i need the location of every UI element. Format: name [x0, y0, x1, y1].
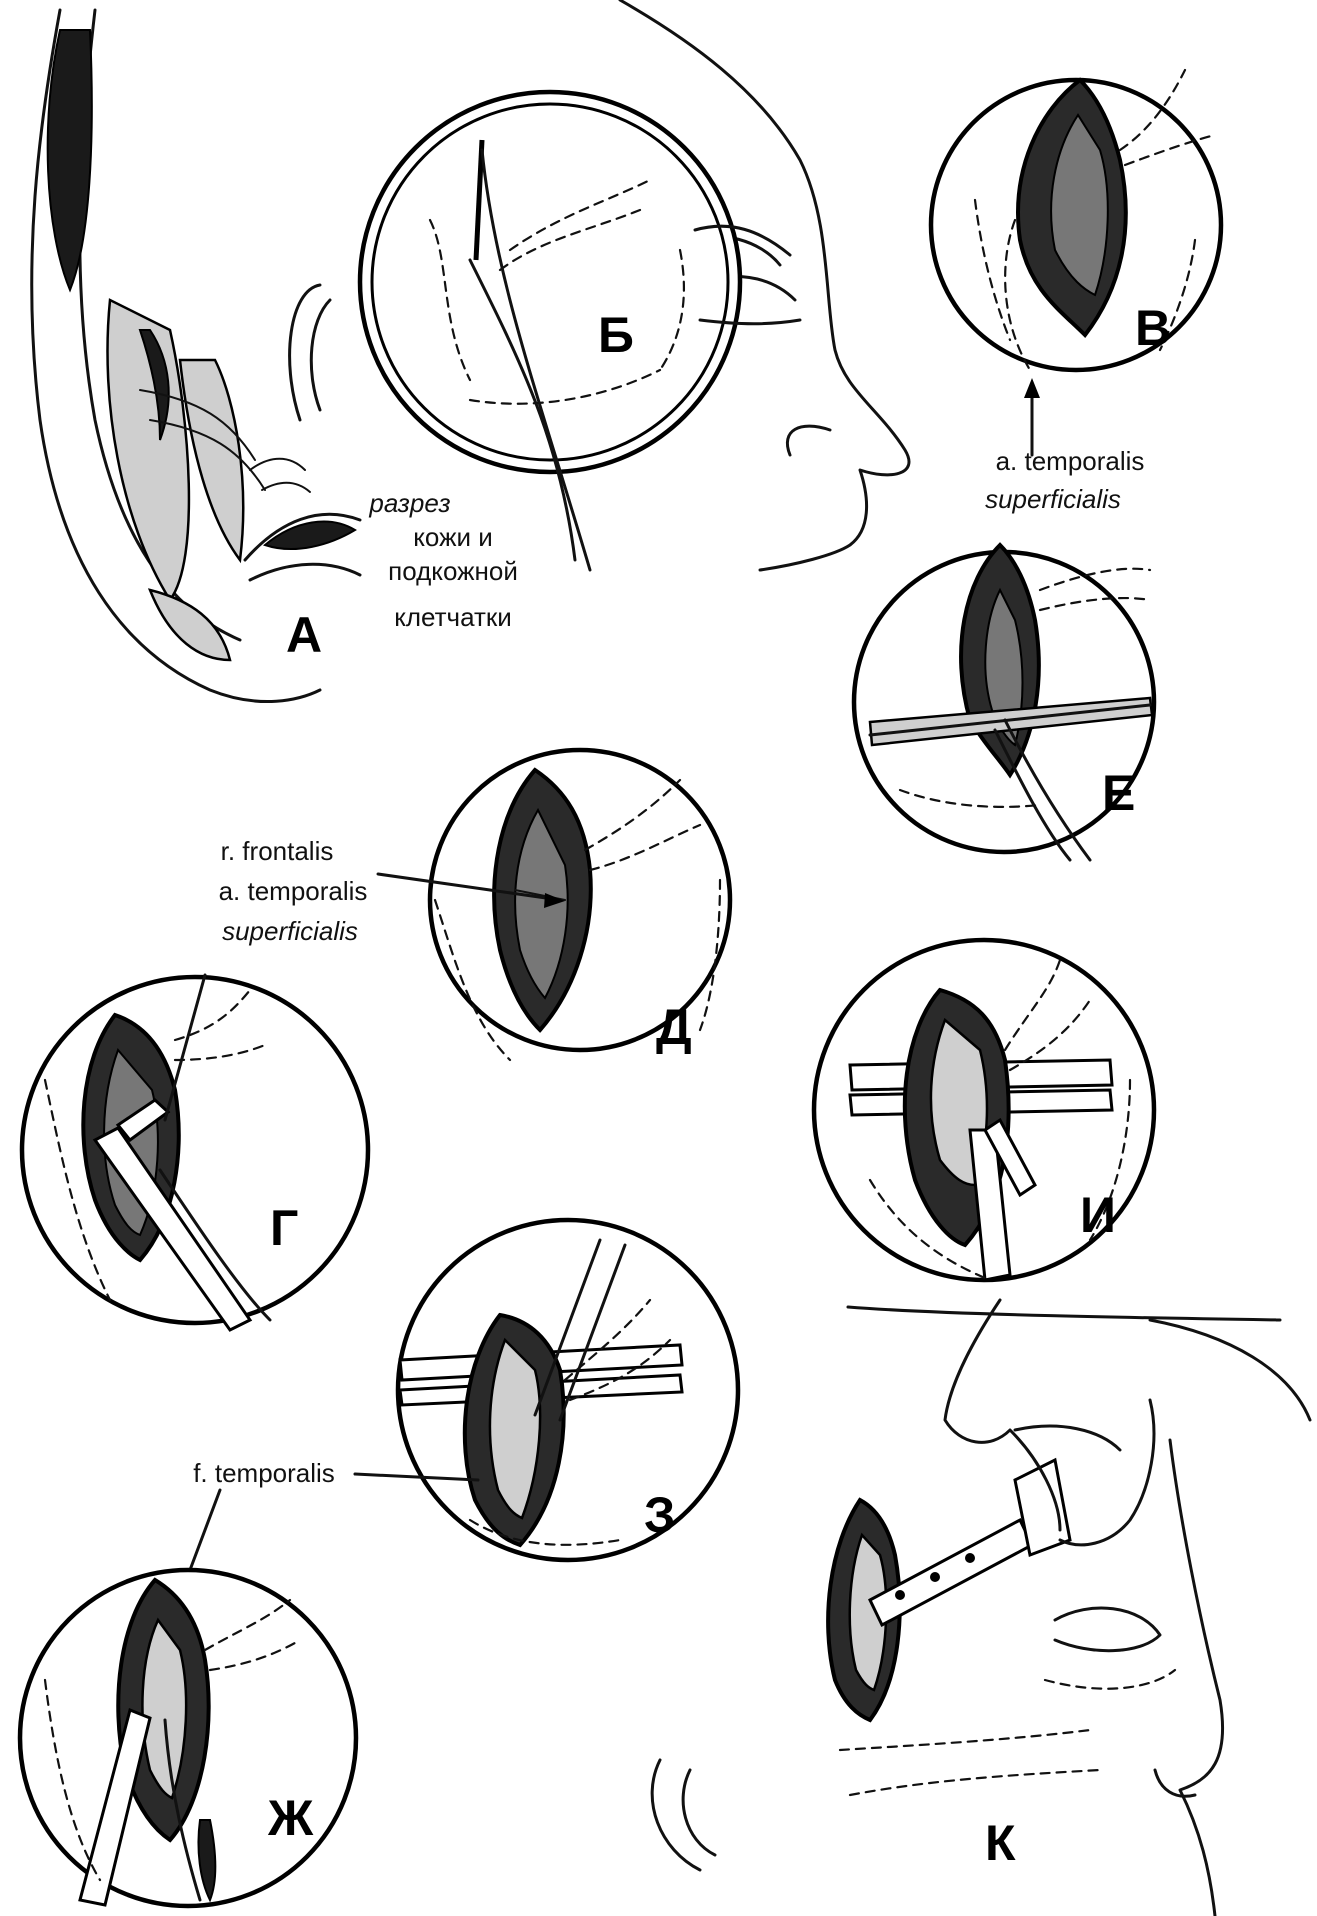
panel-label-i: И [1080, 1187, 1116, 1243]
caption-artery-1: a. temporalis [996, 446, 1145, 476]
panel-a-head-section: А [30, 8, 362, 703]
caption-frontal-1: r. frontalis [221, 836, 334, 866]
panel-label-a: А [286, 607, 322, 663]
caption-fascia: f. temporalis [193, 1458, 335, 1488]
caption-frontal-3: superficialis [222, 916, 358, 946]
panel-label-v: В [1135, 300, 1171, 356]
panel-label-z: З [644, 1487, 675, 1543]
panel-b-skin-incision: Б [357, 89, 802, 572]
artery-pointer: a. temporalis superficialis [985, 378, 1144, 514]
panel-v-opened-wound: В [928, 68, 1224, 373]
panel-d-frontal-branch: Д [427, 747, 733, 1062]
panel-i-retracted-wound: И [811, 937, 1157, 1283]
caption-artery-2: superficialis [985, 484, 1121, 514]
panel-e-artery-ligation: Е [851, 542, 1157, 862]
caption-incision-1: разрез [368, 488, 450, 518]
panel-zh-fascia-dissection: Ж [17, 1567, 359, 1909]
panel-k-graft-insertion: К [650, 1298, 1312, 1916]
panel-label-zh: Ж [267, 1790, 314, 1846]
panel-label-d: Д [656, 999, 692, 1055]
panel-label-k: К [985, 1815, 1016, 1871]
caption-frontal-2: a. temporalis [219, 876, 368, 906]
panel-z-fascia-exposure: З [395, 1217, 741, 1563]
fascia-caption: f. temporalis [188, 1458, 480, 1572]
panel-label-b: Б [598, 307, 634, 363]
caption-incision-4: клетчатки [394, 602, 512, 632]
panel-label-g: Г [270, 1200, 298, 1256]
frontal-branch-caption: r. frontalis a. temporalis superficialis [219, 836, 565, 946]
caption-incision-3: подкожной [388, 556, 518, 586]
panel-g-vessel-isolation: Г [19, 973, 371, 1332]
panel-label-e: Е [1102, 765, 1135, 821]
caption-incision-2: кожи и [413, 522, 493, 552]
incision-caption: разрез кожи и подкожной клетчатки [368, 488, 517, 632]
